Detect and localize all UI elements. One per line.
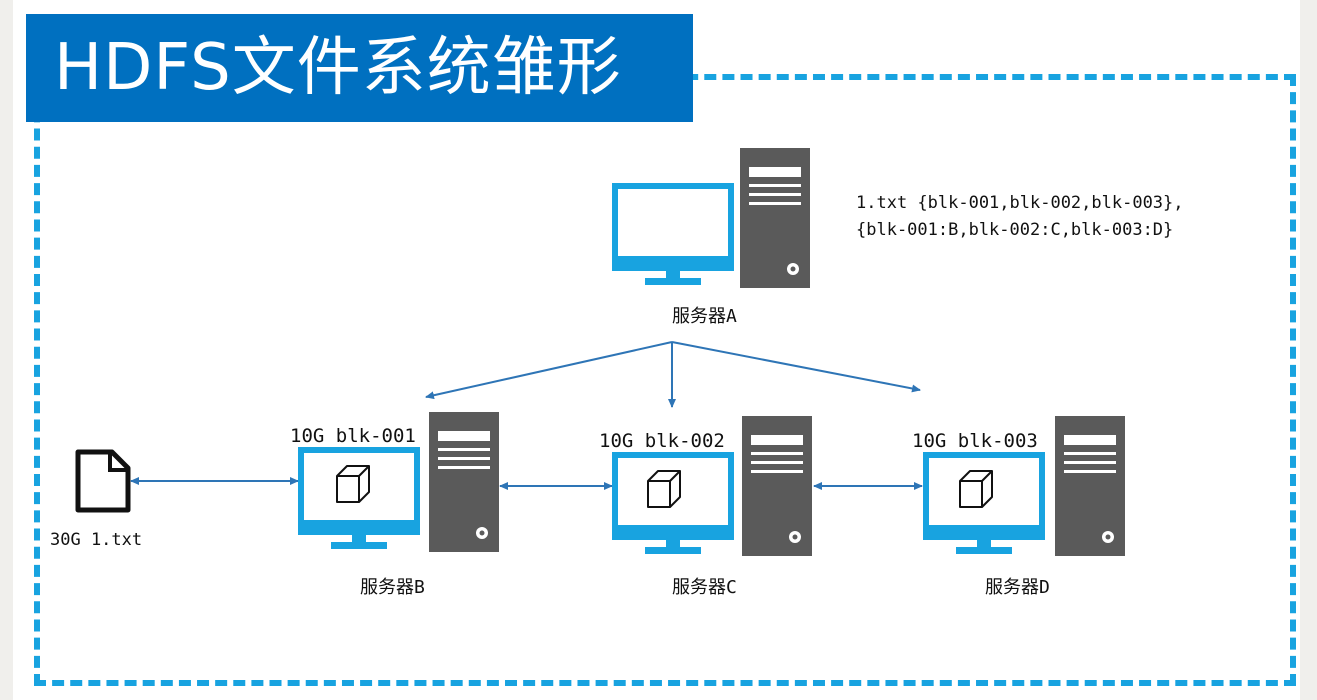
data-block-icon <box>959 470 993 508</box>
server-tower-icon <box>740 148 810 288</box>
server-d-label: 服务器D <box>985 577 1050 598</box>
data-block-icon <box>336 465 370 503</box>
server-d-block-label: 10G blk-003 <box>912 430 1038 452</box>
server-a-label: 服务器A <box>672 306 737 327</box>
server-c-label: 服务器C <box>672 577 737 598</box>
data-block-icon <box>647 470 681 508</box>
server-tower-icon <box>742 416 812 556</box>
file-label: 30G 1.txt <box>50 530 143 550</box>
server-tower-icon <box>429 412 499 552</box>
transfer-arrows <box>130 477 923 490</box>
server-c-block-label: 10G blk-002 <box>599 430 725 452</box>
server-b-block-label: 10G blk-001 <box>290 425 416 447</box>
distribution-arrows <box>425 341 921 408</box>
file-icon <box>75 449 131 513</box>
monitor-icon <box>615 186 731 285</box>
metadata-line-2: {blk-001:B,blk-002:C,blk-003:D} <box>856 220 1174 240</box>
server-tower-icon <box>1055 416 1125 556</box>
server-b-label: 服务器B <box>360 577 425 598</box>
arrow-a-to-b <box>425 341 673 400</box>
arrow-a-to-d <box>671 341 921 393</box>
metadata-line-1: 1.txt {blk-001,blk-002,blk-003}, <box>856 193 1184 213</box>
server-a <box>615 148 810 288</box>
page-title: HDFS文件系统雏形 <box>26 14 693 122</box>
